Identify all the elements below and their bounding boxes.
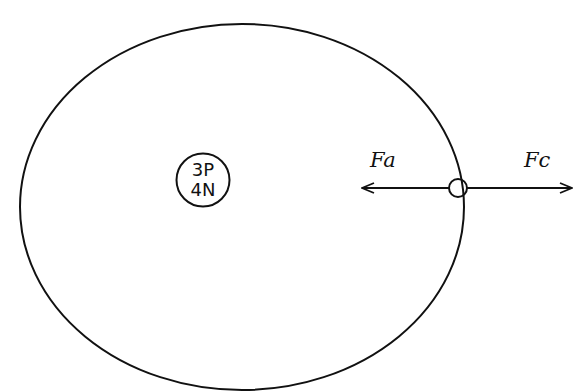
force-label: Fa <box>370 148 396 172</box>
nucleus-circle: 3P 4N <box>175 152 231 208</box>
nucleus-text: 3P 4N <box>191 160 216 200</box>
attraction-arrow <box>362 187 449 189</box>
force-label: Fc <box>524 148 550 172</box>
electron <box>449 179 467 197</box>
orbit-circle <box>20 24 464 390</box>
centrifugal-arrow <box>467 187 572 189</box>
